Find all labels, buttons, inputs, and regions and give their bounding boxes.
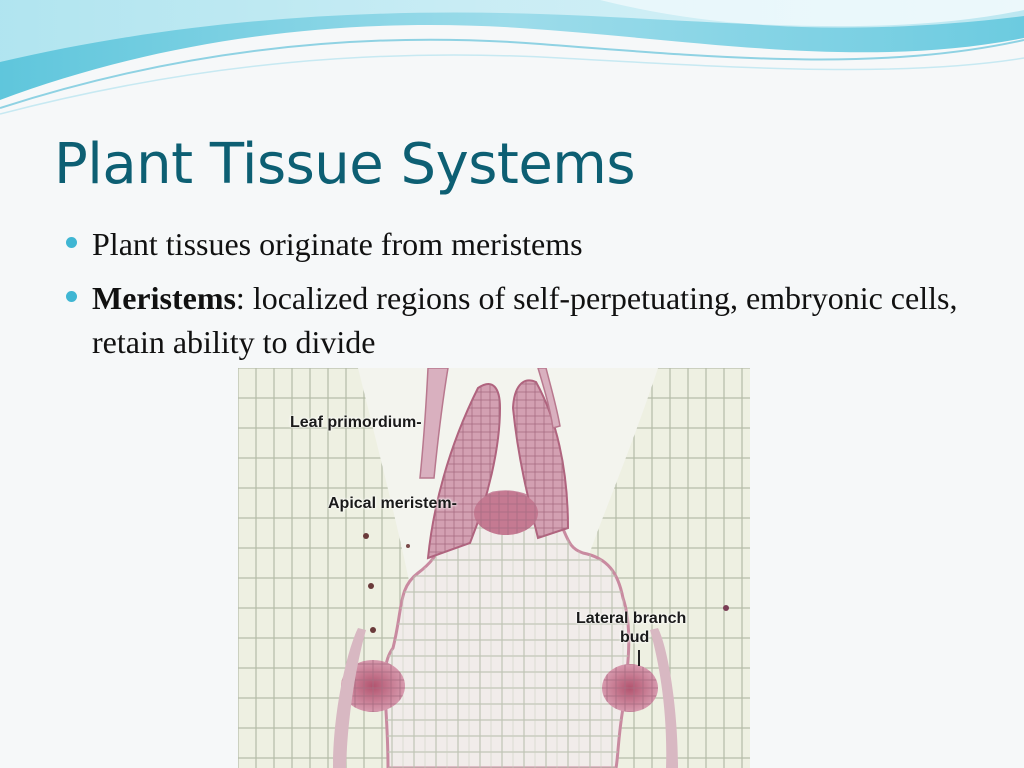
bullet-text: : localized regions of self-perpetuating… <box>92 280 958 360</box>
bullet-term: Meristems <box>92 280 236 316</box>
bullet-text: Plant tissues originate from meristems <box>92 226 583 262</box>
slide-title: Plant Tissue Systems <box>54 132 636 197</box>
bullet-dot-icon <box>66 291 77 302</box>
label-leaf-primordium: Leaf primordium- <box>290 414 422 431</box>
bullet-item: Meristems: localized regions of self-per… <box>64 276 984 364</box>
micrograph-image <box>238 368 750 768</box>
label-lateral-bud-line2: bud <box>620 629 650 646</box>
bullet-dot-icon <box>66 237 77 248</box>
bullet-list: Plant tissues originate from meristems M… <box>64 222 984 374</box>
header-wave-decoration <box>0 0 1024 120</box>
label-lateral-bud: Lateral branch <box>576 610 687 627</box>
bullet-item: Plant tissues originate from meristems <box>64 222 984 266</box>
meristem-micrograph: Leaf primordium- Apical meristem- Latera… <box>238 368 750 768</box>
label-apical-meristem: Apical meristem- <box>328 495 457 512</box>
lateral-bud-pointer <box>638 650 640 666</box>
